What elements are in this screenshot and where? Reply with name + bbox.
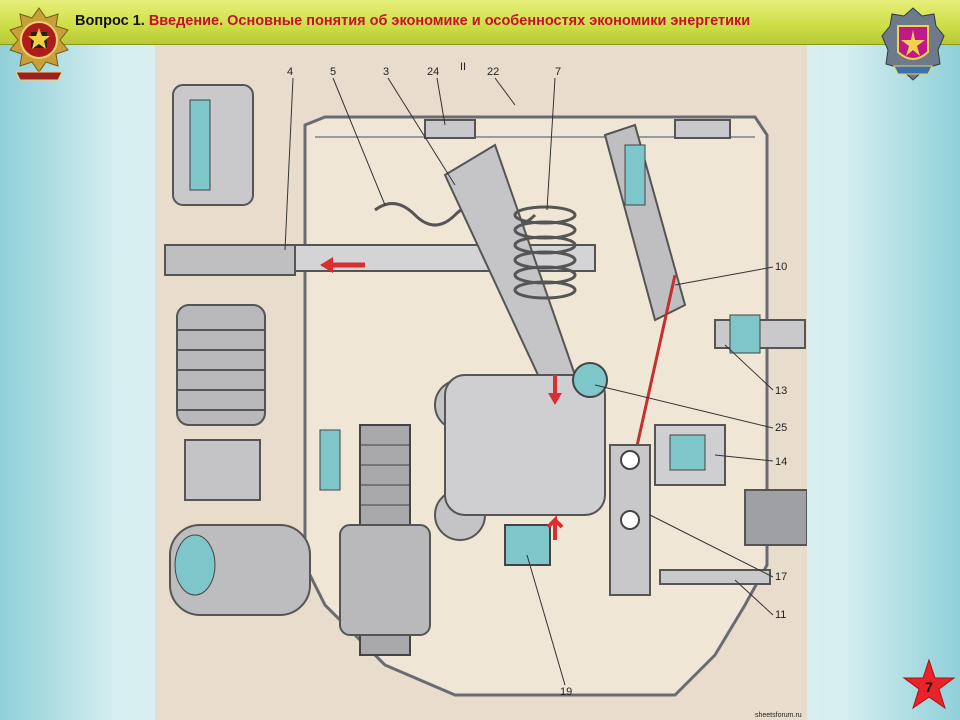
part-label: 7 xyxy=(555,66,561,78)
spring-7 xyxy=(513,205,577,300)
question-label: Вопрос 1. xyxy=(75,13,145,29)
topic-title: Введение. Основные понятия об экономике … xyxy=(148,13,751,29)
star-icon: 7 xyxy=(902,658,956,712)
stop-block-19 xyxy=(504,524,551,566)
part-label: 25 xyxy=(775,422,787,434)
part-label: 24 xyxy=(427,66,439,78)
part-label: 14 xyxy=(775,456,787,468)
slide-title: Вопрос 1. Введение. Основные понятия об … xyxy=(75,13,750,29)
header-bar: Вопрос 1. Введение. Основные понятия об … xyxy=(0,0,960,45)
governor-mechanism-diagram: 4 5 3 24 II 22 7 10 13 25 14 17 11 19 sh… xyxy=(155,45,807,720)
part-label: 5 xyxy=(330,66,336,78)
page-number: 7 xyxy=(925,679,933,695)
part-label: 11 xyxy=(775,609,786,621)
governor-sleeve xyxy=(444,374,606,516)
rack-bar xyxy=(164,244,296,276)
part-label: 3 xyxy=(383,66,389,78)
part-label: 17 xyxy=(775,571,787,583)
screw-11 xyxy=(659,569,771,585)
part-label: II xyxy=(460,61,466,73)
part-label: 19 xyxy=(560,686,572,698)
plunger-housing xyxy=(172,84,254,206)
part-label: 10 xyxy=(775,261,787,273)
crest-shield-icon xyxy=(880,6,946,84)
spring-stack xyxy=(176,304,266,426)
military-emblem-icon xyxy=(6,6,72,84)
part-label: 13 xyxy=(775,385,787,397)
part-label: 22 xyxy=(487,66,499,78)
footer-caption: sheetsforum.ru xyxy=(755,712,802,719)
bolt-24 xyxy=(424,119,476,139)
part-label: 4 xyxy=(287,66,293,78)
